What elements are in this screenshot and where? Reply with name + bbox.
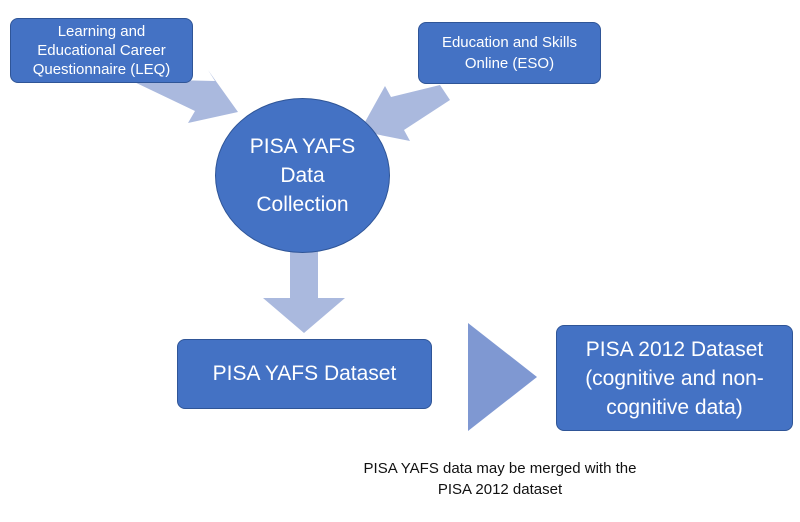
arrow-eso-to-collection — [360, 85, 450, 141]
node-data-collection-label: PISA YAFS Data Collection — [249, 135, 356, 216]
node-pisa2012-dataset: PISA 2012 Dataset (cognitive and non- co… — [556, 325, 793, 431]
node-leq: Learning and Educational Career Question… — [10, 18, 193, 83]
node-pisa2012-dataset-label: PISA 2012 Dataset (cognitive and non- co… — [585, 337, 764, 419]
node-eso-label: Education and Skills Online (ESO) — [441, 34, 578, 72]
caption: PISA YAFS data may be merged with the PI… — [363, 460, 637, 498]
node-leq-label: Learning and Educational Career Question… — [32, 23, 171, 78]
node-yafs-dataset-label: PISA YAFS Dataset — [212, 362, 397, 385]
merge-triangle — [468, 323, 537, 431]
node-yafs-dataset: PISA YAFS Dataset — [177, 339, 432, 409]
node-data-collection: PISA YAFS Data Collection — [215, 98, 390, 253]
arrow-collection-to-dataset — [263, 248, 345, 333]
node-eso: Education and Skills Online (ESO) — [418, 22, 601, 84]
arrow-leq-to-collection — [128, 70, 238, 123]
